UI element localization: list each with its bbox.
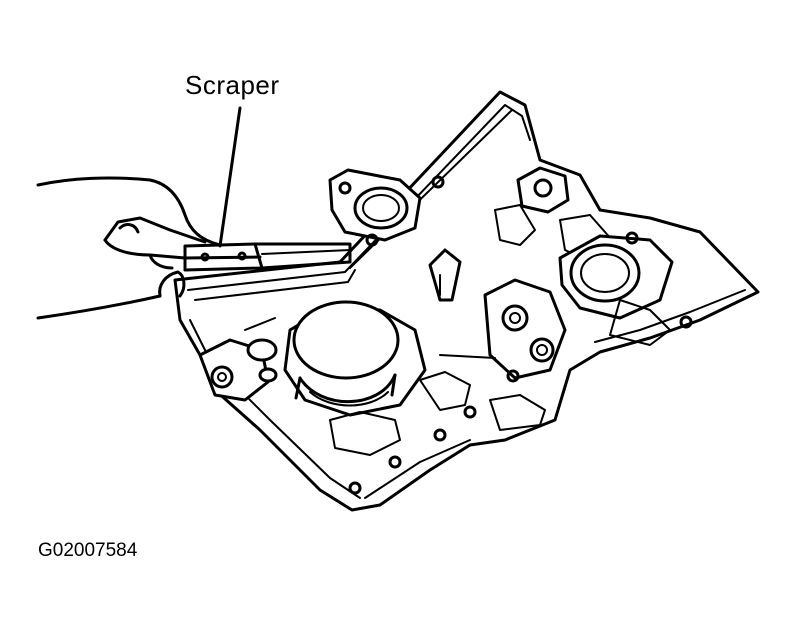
flange-bolt-holes [348, 233, 477, 495]
crankshaft-seal-bore [283, 300, 427, 417]
lower-internal-details [244, 317, 496, 456]
center-arrow-mark [428, 248, 462, 302]
left-mounting-lobe [198, 338, 278, 402]
right-boss [558, 231, 693, 346]
figure-id-caption: G02007584 [38, 540, 138, 561]
scraper-callout-label: Scraper [185, 70, 280, 100]
lower-middle-bosses [483, 278, 567, 431]
timing-cover-body [173, 90, 760, 512]
upper-right-boss [494, 166, 613, 263]
hand-illustration [36, 176, 222, 320]
scraper-tool [183, 242, 352, 272]
upper-left-boss [328, 168, 445, 242]
scraper-leader-line [218, 106, 242, 248]
